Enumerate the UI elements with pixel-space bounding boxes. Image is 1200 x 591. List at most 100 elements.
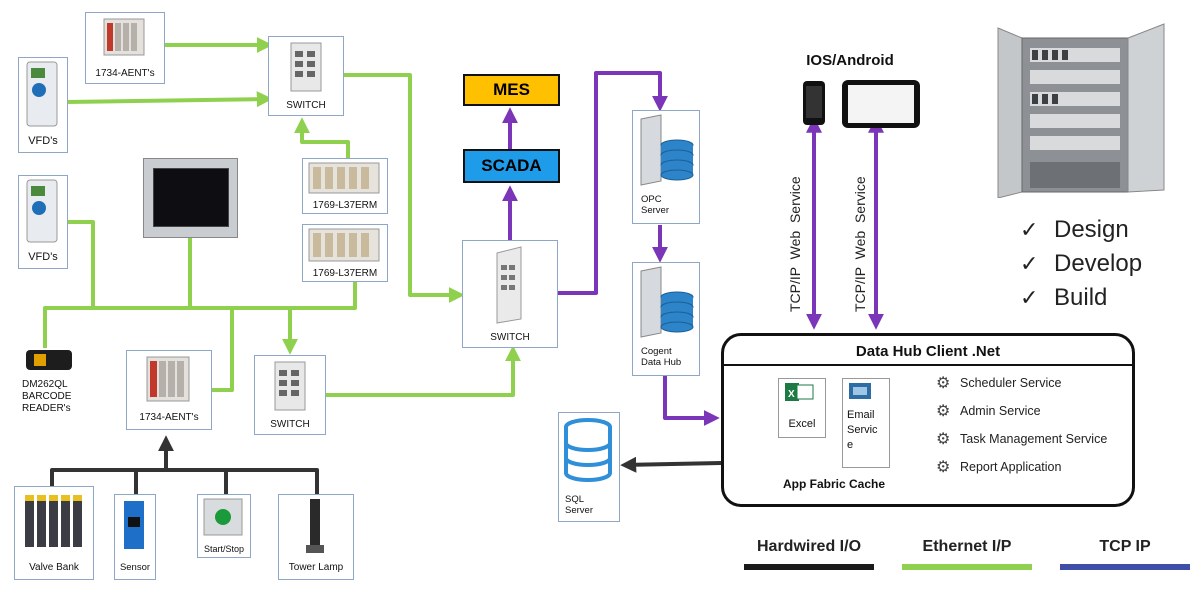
switch-bottom-node: SWITCH — [254, 355, 326, 435]
excel-node: X Excel — [778, 378, 826, 438]
legend-swatch — [744, 564, 874, 570]
io-module-icon — [146, 356, 190, 402]
barcode-reader-icon — [26, 350, 72, 370]
switch-main-label: SWITCH — [490, 332, 530, 343]
line-plc-to-switch — [294, 117, 350, 160]
data-hub-client-panel: Data Hub Client .Net X Excel Email Servi… — [721, 333, 1135, 507]
scada-box: SCADA — [463, 149, 560, 183]
checklist-item: ✓ Build — [1020, 281, 1180, 315]
network-switch-icon — [290, 42, 322, 92]
gear-icon: ⚙ — [936, 459, 951, 476]
legend-label: Hardwired I/O — [756, 538, 862, 555]
line-hub-to-sql — [620, 456, 722, 473]
network-switch-icon — [274, 361, 306, 411]
vfd-drive-icon — [26, 61, 58, 127]
line-io-bus — [50, 468, 319, 497]
sensor-node: Sensor — [114, 494, 156, 580]
line-aent-bottom-to-bus — [210, 308, 234, 392]
start-stop-label: Start/Stop — [203, 544, 245, 554]
line-cogent-to-hub — [663, 375, 720, 426]
excel-icon: X — [785, 383, 814, 401]
line-switch-to-main — [343, 73, 465, 303]
phone-icon — [803, 81, 825, 125]
app-fabric-cache-label: App Fabric Cache — [782, 477, 886, 491]
plc-rack-icon — [308, 228, 380, 262]
line-vfd-to-switch — [66, 91, 273, 108]
io-module-icon — [103, 18, 145, 56]
barcode-label: DM262QL BARCODE READER's — [22, 379, 72, 414]
photo-sensor-icon — [124, 501, 144, 549]
service-label: Admin Service — [960, 404, 1041, 418]
aent-top-label: 1734-AENT's — [95, 68, 155, 79]
mes-box: MES — [463, 74, 560, 106]
switch-main-node: SWITCH — [462, 240, 558, 348]
checklist-item: ✓ Design — [1020, 213, 1180, 247]
line-switch-to-opc — [556, 71, 668, 295]
checklist-label: Build — [1054, 284, 1108, 311]
valve-bank-icon — [25, 495, 82, 547]
cogent-data-hub-node: Cogent Data Hub — [632, 262, 700, 376]
service-list: ⚙ Scheduler Service ⚙ Admin Service ⚙ Ta… — [936, 372, 1126, 478]
plc-1-label: 1769-L37ERM — [312, 200, 378, 211]
network-switch-icon — [496, 246, 522, 324]
line-vfd-mid-to-bus — [67, 220, 95, 308]
cogent-data-hub-label: Cogent Data Hub — [641, 346, 682, 368]
opc-server-label: OPC Server — [641, 194, 669, 216]
legend-label: Ethernet I/P — [922, 538, 1012, 555]
gear-icon: ⚙ — [936, 375, 951, 392]
aent-bottom-node: 1734-AENT's — [126, 350, 212, 430]
sql-server-node: SQL Server — [558, 412, 620, 522]
plc-2-label: 1769-L37ERM — [312, 268, 378, 279]
valve-bank-node: Valve Bank — [14, 486, 94, 580]
service-item: ⚙ Admin Service — [936, 400, 1126, 422]
checklist-item: ✓ Develop — [1020, 247, 1180, 281]
mobile-title: IOS/Android — [806, 52, 894, 69]
service-label: Scheduler Service — [960, 376, 1062, 390]
email-service-node: Email Servic e — [842, 378, 890, 468]
vfd-top-node: VFD's — [18, 57, 68, 153]
sensor-label: Sensor — [119, 562, 151, 573]
checklist-label: Develop — [1054, 250, 1143, 277]
plc-1-node: 1769-L37ERM — [302, 158, 388, 214]
vfd-mid-node: VFD's — [18, 175, 68, 269]
service-item: ⚙ Scheduler Service — [936, 372, 1126, 394]
aent-top-node: 1734-AENT's — [85, 12, 165, 84]
database-server-icon — [640, 114, 694, 186]
cabinet-icon — [997, 23, 1165, 199]
sql-server-label: SQL Server — [565, 494, 593, 516]
tablet-icon — [842, 80, 920, 128]
tower-lamp-label: Tower Lamp — [288, 562, 344, 573]
data-hub-title: Data Hub Client .Net — [855, 343, 1001, 360]
checkmark-icon: ✓ — [1020, 217, 1039, 242]
vfd-mid-label: VFD's — [28, 251, 58, 263]
email-service-label: Email Servic e — [847, 409, 878, 451]
email-icon — [849, 383, 871, 399]
vfd-top-label: VFD's — [28, 135, 58, 147]
tower-lamp-node: Tower Lamp — [278, 494, 354, 580]
service-label: Task Management Service — [960, 432, 1108, 446]
valve-bank-label: Valve Bank — [29, 562, 79, 573]
line-switch-bottom-to-main — [325, 345, 521, 397]
hmi-panel — [143, 158, 238, 238]
plc-2-node: 1769-L37ERM — [302, 224, 388, 282]
opc-server-node: OPC Server — [632, 110, 700, 224]
legend-swatch — [902, 564, 1032, 570]
legend-label: TCP IP — [1099, 538, 1151, 555]
tcp-web-service-label-1: TCP/IP Web Service — [787, 176, 803, 312]
barcode-node: DM262QL BARCODE READER's — [14, 348, 84, 426]
control-cabinet-image — [996, 22, 1166, 199]
checkmark-icon: ✓ — [1020, 285, 1039, 310]
plc-rack-icon — [308, 162, 380, 194]
legend-item-ethernet: Ethernet I/P — [902, 538, 1032, 570]
switch-bottom-label: SWITCH — [270, 419, 310, 430]
switch-top-label: SWITCH — [286, 100, 326, 111]
legend-swatch — [1060, 564, 1190, 570]
line-plc2-to-bus — [43, 280, 357, 348]
switch-top-node: SWITCH — [268, 36, 344, 116]
service-label: Report Application — [960, 460, 1062, 474]
gear-icon: ⚙ — [936, 403, 951, 420]
checklist: ✓ Design ✓ Develop ✓ Build — [1020, 213, 1180, 315]
tcp-web-service-label-2: TCP/IP Web Service — [852, 176, 868, 312]
